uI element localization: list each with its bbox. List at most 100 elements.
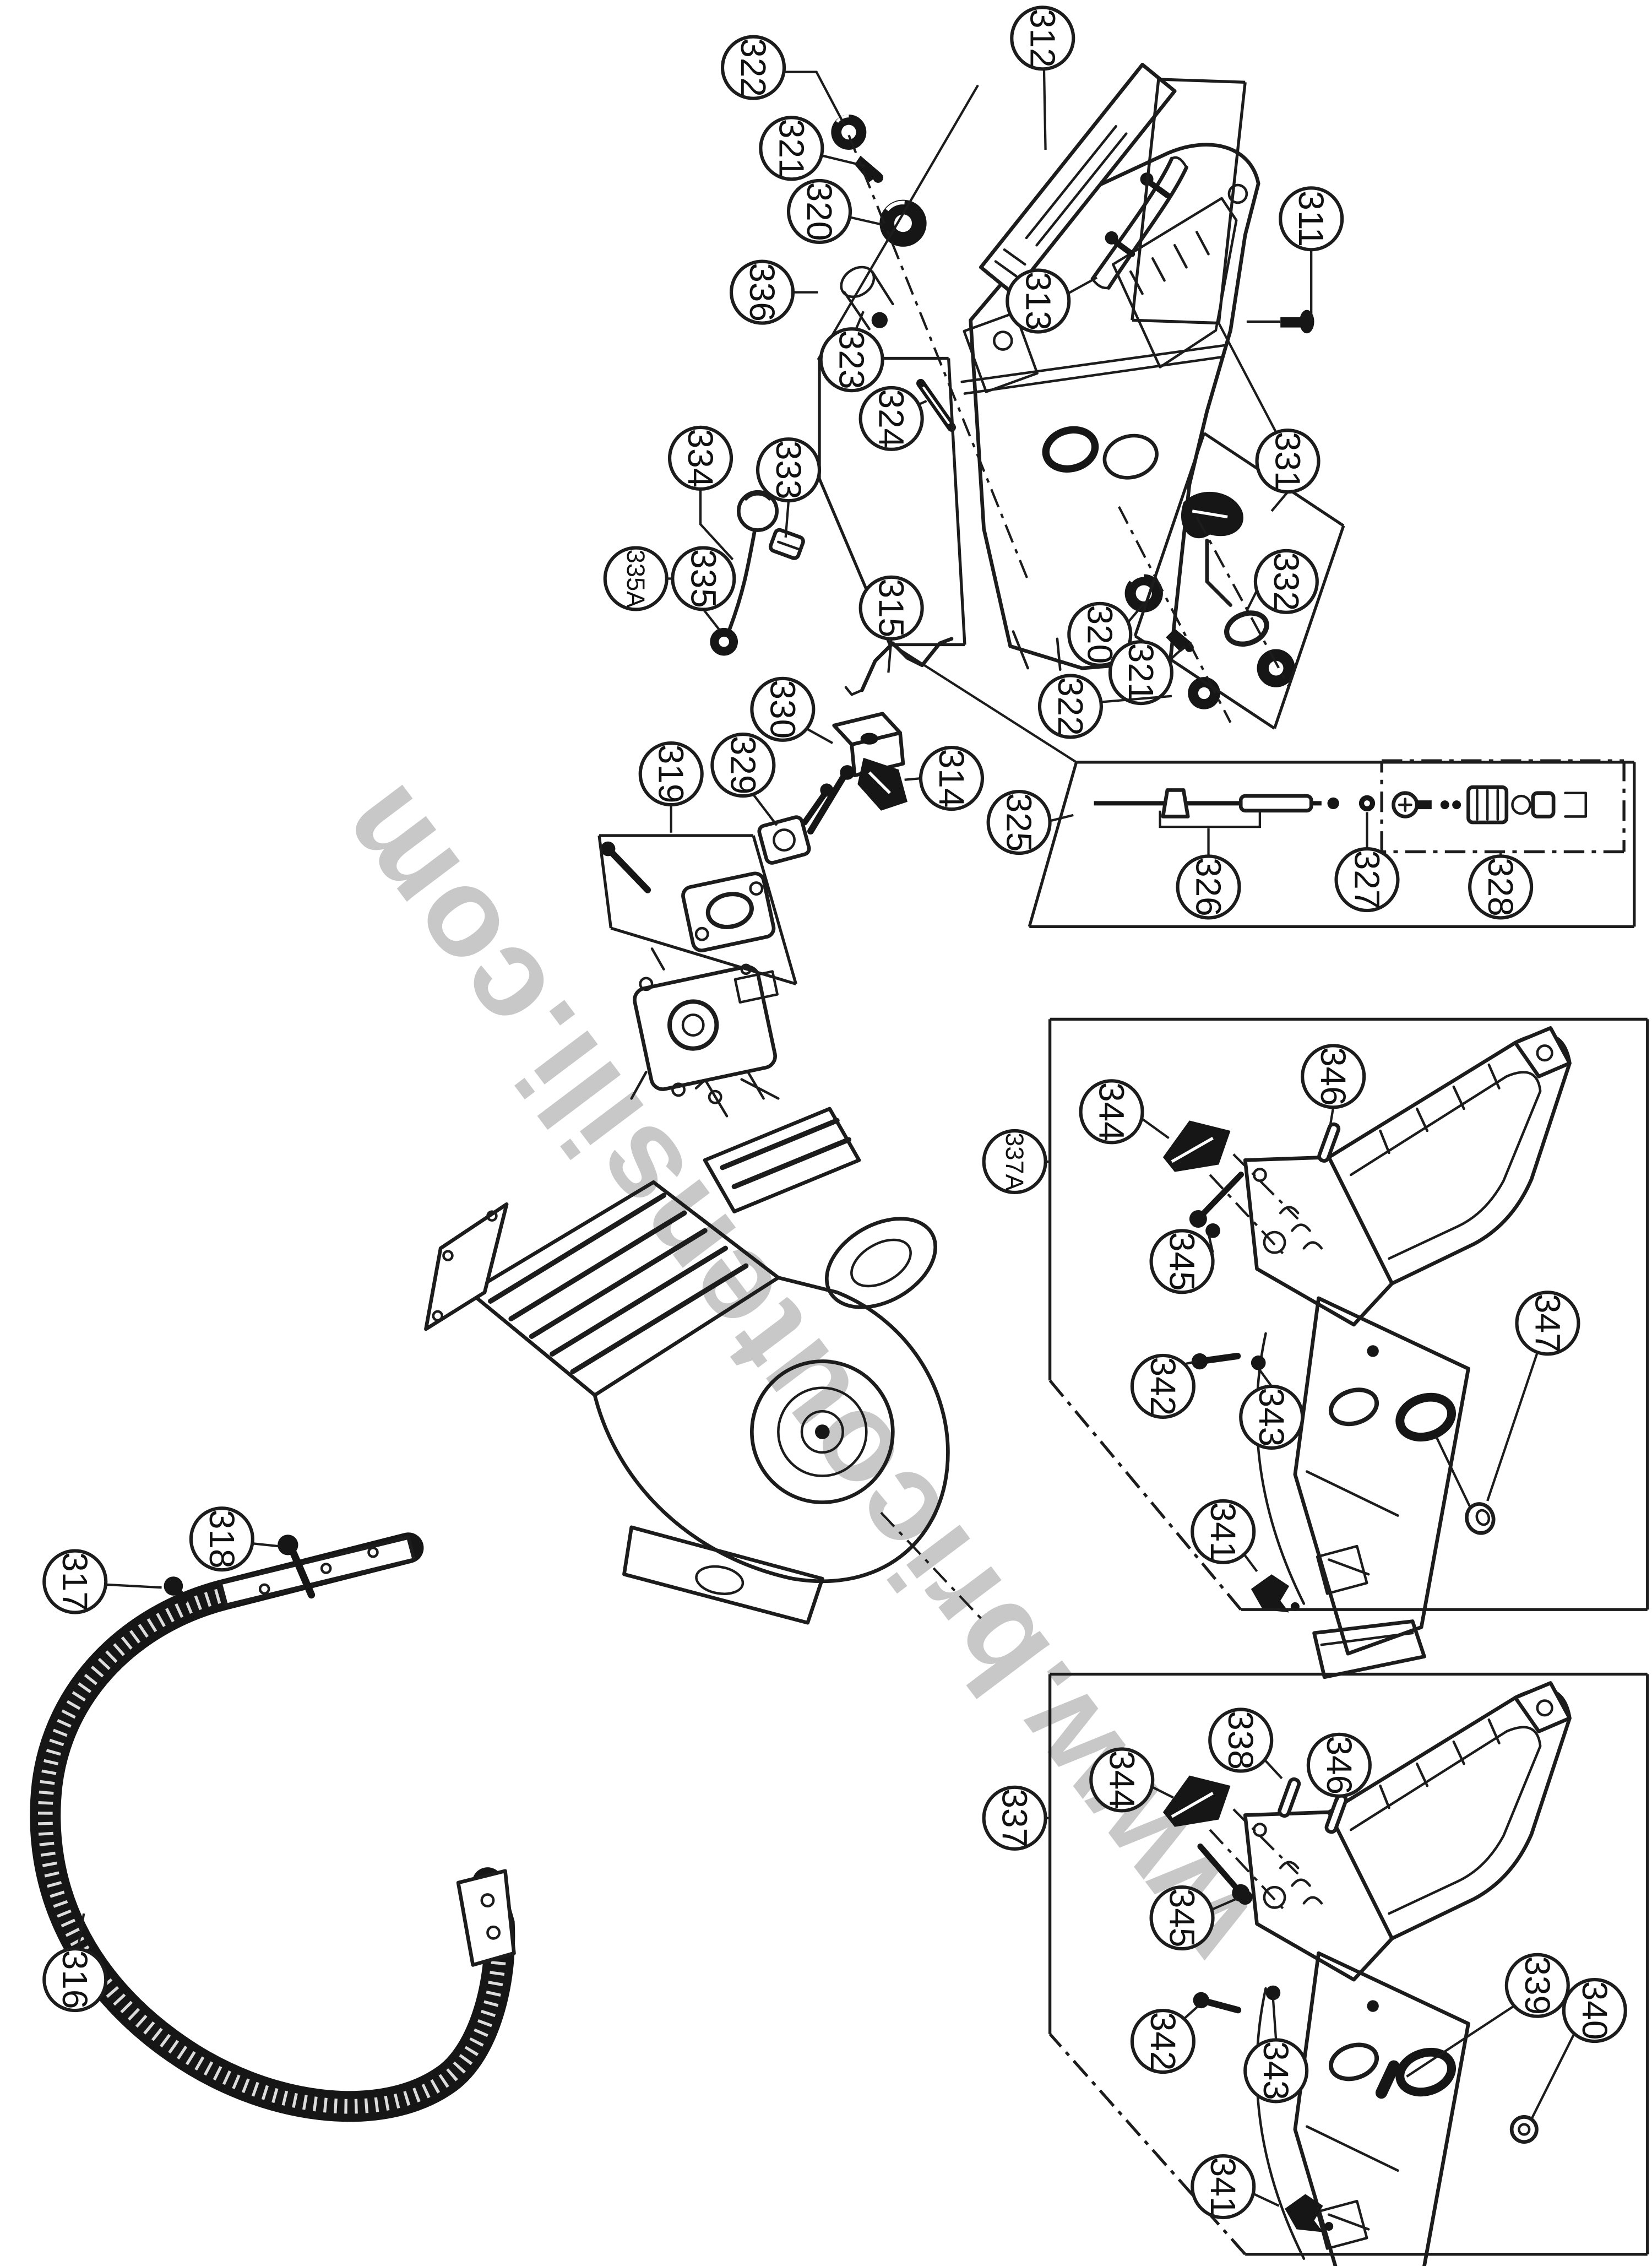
callout-332-circle [1253, 549, 1319, 614]
callout-331-label: 331 [1268, 432, 1308, 491]
callout-322-tank-label: 322 [1051, 677, 1090, 736]
callout-328: 328 [1468, 853, 1534, 920]
callout-326: 326 [1176, 828, 1241, 920]
callout-332-label: 332 [1267, 552, 1306, 611]
callout-342-a-label: 342 [1143, 1357, 1183, 1416]
callout-323-label: 323 [832, 330, 872, 389]
callout-320-carb-circle [786, 178, 852, 244]
callout-338-leader [1263, 1758, 1283, 1780]
callout-339-circle [1504, 1953, 1570, 2018]
callout-342-b: 342 [1130, 2005, 1199, 2074]
callout-346-a: 346 [1301, 1044, 1366, 1125]
callout-340-leader [1530, 2033, 1575, 2120]
callout-333-label: 333 [769, 441, 808, 500]
axis-grommets-left [847, 134, 1029, 581]
callout-312: 312 [1010, 6, 1075, 150]
callout-323-circle [819, 327, 884, 393]
callout-339-leader [1406, 2005, 1515, 2078]
callout-346-b-circle [1306, 1732, 1372, 1798]
callout-333-leader [784, 501, 790, 538]
callout-345-b-circle [1149, 1885, 1215, 1951]
callout-347-label: 347 [1528, 1294, 1567, 1353]
callout-314: 314 [904, 746, 985, 811]
callout-330-label: 330 [763, 680, 802, 739]
callout-311: 311 [1279, 186, 1344, 321]
callout-321-tank-label: 321 [1121, 643, 1161, 702]
panel-edge-c [1218, 322, 1282, 441]
callout-342-b-label: 342 [1143, 2012, 1183, 2071]
callout-343-a: 343 [1239, 1369, 1305, 1450]
callout-334-circle [667, 425, 733, 491]
callout-343-a-label: 343 [1252, 1388, 1291, 1447]
box-337 [1048, 1672, 1649, 2256]
box-337A [1048, 1017, 1649, 1611]
callout-322-carb: 322 [720, 35, 846, 126]
callout-324-circle [858, 386, 924, 451]
muffler-parts-336-sketch [840, 265, 956, 432]
callout-346-b-label: 346 [1319, 1736, 1359, 1795]
callout-320-tank: 320 [1067, 601, 1145, 667]
front-handle-sketch [30, 1532, 516, 2122]
callout-317-label: 317 [55, 1552, 95, 1611]
lever-314-sketch [802, 757, 907, 826]
callout-317-leader [106, 1583, 162, 1589]
callout-345-b-label: 345 [1162, 1889, 1202, 1948]
callout-333-circle [756, 437, 822, 503]
callout-311-label: 311 [1291, 191, 1331, 247]
callout-344-a-label: 344 [1092, 1082, 1132, 1141]
callout-343-b-circle [1243, 2038, 1309, 2104]
callout-315-leader [887, 638, 893, 673]
callout-335A: 335A [603, 546, 673, 611]
callout-317: 317 [42, 1549, 162, 1614]
callout-313-circle [1006, 268, 1071, 334]
callout-340-label: 340 [1575, 1981, 1615, 2040]
callout-342-b-leader [1182, 2005, 1199, 2020]
callout-345-b: 345 [1149, 1885, 1237, 1951]
callout-329-circle [710, 733, 776, 798]
screw-311-sketch [1280, 310, 1314, 334]
callout-322-tank-leader [1101, 695, 1172, 703]
callout-335-circle [671, 546, 736, 611]
callout-332-leader [1245, 589, 1258, 612]
callout-328-label: 328 [1481, 858, 1520, 917]
callout-321-tank-leader [1168, 645, 1186, 662]
box-328 [1380, 759, 1626, 854]
handle-tip-plate [456, 1869, 516, 1967]
callout-325-leader [1050, 814, 1074, 822]
callout-321-tank-circle [1108, 640, 1173, 706]
callout-342-a-circle [1130, 1353, 1195, 1419]
callout-343-b-label: 343 [1256, 2041, 1296, 2100]
callout-342-b-circle [1130, 2009, 1195, 2074]
callout-315: 315 [858, 575, 924, 673]
callout-341-a-leader [1242, 1553, 1258, 1573]
callout-345-a-circle [1149, 1229, 1215, 1294]
bracket-330-sketch [832, 712, 905, 778]
callout-331-circle [1255, 429, 1320, 494]
valve-group-331-sketch [1181, 491, 1295, 687]
callout-325: 325 [986, 790, 1074, 855]
callout-320-carb-leader [850, 216, 883, 226]
panel-edge-b [889, 642, 1077, 763]
callout-341-b-label: 341 [1203, 2157, 1243, 2216]
plug-317-sketch [164, 1576, 190, 1604]
callout-321-carb-label: 321 [771, 119, 811, 178]
callout-347-leader [1486, 1352, 1539, 1501]
callout-341-a-circle [1191, 1499, 1256, 1564]
callout-347-circle [1515, 1291, 1580, 1356]
callout-344-b: 344 [1089, 1747, 1174, 1813]
callout-335: 335 [671, 546, 736, 631]
callout-337A-label: 337A [1001, 1132, 1029, 1191]
callout-329: 329 [710, 733, 778, 826]
callout-341-b-circle [1191, 2154, 1256, 2220]
pin-339 [1375, 2060, 1400, 2099]
callout-337A: 337A [982, 1129, 1048, 1195]
callout-325-label: 325 [999, 793, 1039, 852]
callout-338-circle [1208, 1707, 1274, 1773]
callout-316: 316 [42, 1913, 108, 2013]
callout-324: 324 [858, 386, 927, 451]
callout-315-label: 315 [872, 578, 911, 637]
engine-sketch [424, 1056, 950, 1625]
callout-326-circle [1176, 854, 1241, 920]
